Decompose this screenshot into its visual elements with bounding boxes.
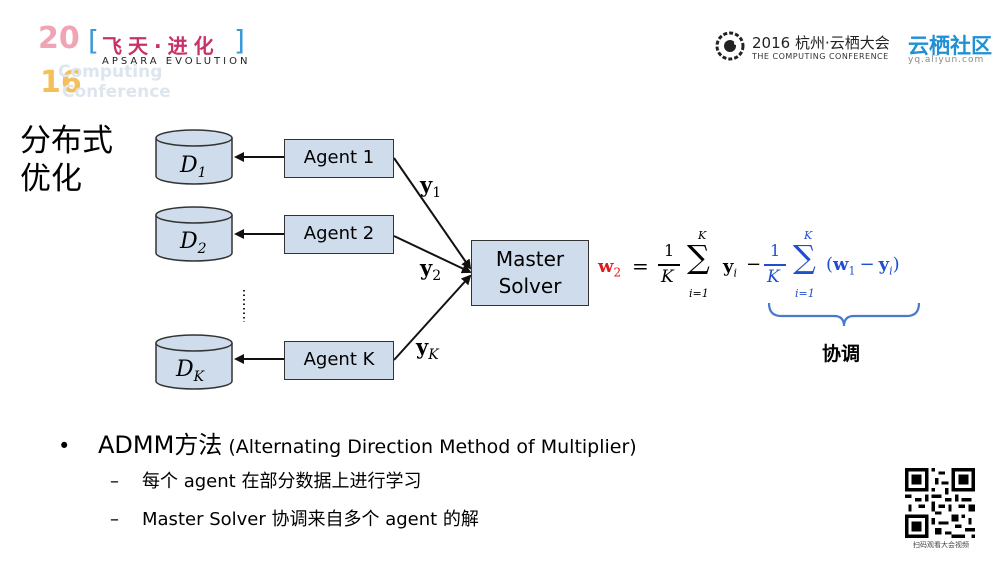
agent-box-2: Agent 2 (284, 215, 394, 254)
bullet-sub-2-text: Master Solver 协调来自多个 agent 的解 (142, 509, 479, 530)
conference-subtitle: THE COMPUTING CONFERENCE (752, 52, 889, 61)
side-title-line1: 分布式 (20, 123, 113, 159)
logo-year-bottom: 16 (40, 65, 82, 100)
formula-sum2-symbol: ∑ (793, 238, 816, 276)
bullet-sub-2-marker: – (110, 509, 119, 530)
dataset-cylinder-2: D2 (155, 206, 233, 262)
logo-en: APSARA EVOLUTION (102, 56, 251, 67)
bullet-sub-1-marker: – (110, 471, 119, 492)
formula-sum1-symbol: ∑ (687, 238, 710, 276)
logo-bracket-right: ] (234, 24, 245, 57)
yq-community-logo[interactable]: 云栖社区 (908, 34, 992, 58)
formula-sum1-top: K (698, 229, 707, 242)
bullet-main-bold: ADMM方法 (98, 431, 223, 459)
coordination-brace (767, 302, 921, 327)
bullet-main: • ADMM方法 (Alternating Direction Method of… (58, 425, 637, 460)
side-title: 分布式 优化 (20, 122, 113, 198)
formula-minus: − (746, 254, 762, 275)
event-logo: 20 16 Computing Conference [ 飞天·进化 ] APS… (38, 20, 268, 103)
formula-frac1-den: K (661, 267, 674, 287)
formula-sum2-bottom: i=1 (795, 287, 815, 300)
bullet-main-marker: • (58, 434, 71, 458)
master-label-line2: Solver (498, 274, 562, 298)
brace-label: 协调 (822, 343, 861, 365)
side-title-line2: 优化 (20, 161, 82, 197)
bullet-sub-2: – Master Solver 协调来自多个 agent 的解 (110, 505, 479, 531)
dataset-label-k: DK (175, 357, 206, 385)
message-label-y1: y1 (419, 172, 441, 201)
bullet-main-rest: (Alternating Direction Method of Multipl… (222, 436, 637, 458)
message-label-y2: y2 (419, 255, 441, 284)
logo-cn: 飞天·进化 (102, 34, 220, 58)
arrow-agent2-to-master (393, 235, 472, 274)
agent-box-1: Agent 1 (284, 139, 394, 178)
logo-ghost-conference: Conference (62, 82, 171, 102)
bullet-sub-1-text: 每个 agent 在部分数据上进行学习 (142, 471, 422, 492)
agent-box-k: Agent K (284, 341, 394, 380)
yq-url[interactable]: yq.aliyun.com (908, 55, 985, 65)
formula-frac1-num: 1 (664, 241, 675, 260)
formula-equals: = (632, 254, 649, 278)
formula-term2: (w1−yi) (826, 254, 900, 278)
formula-sum2-top: K (804, 229, 813, 242)
arrow-agent1-to-master (393, 157, 472, 270)
logo-bracket-left: [ (88, 24, 99, 57)
formula-sum1-bottom: i=1 (689, 287, 709, 300)
formula-term1: yi (723, 256, 737, 280)
formula-frac2-bar (764, 264, 786, 266)
formula-frac2-den: K (767, 267, 780, 287)
formula-lhs: w2 (598, 256, 622, 280)
conference-title: 2016 杭州·云栖大会 (752, 34, 890, 52)
logo-year-top: 20 (38, 21, 80, 56)
qr-caption: 扫码观看大会视频 (913, 541, 969, 549)
dataset-label-2: D2 (179, 229, 207, 257)
conference-mark-icon (715, 31, 745, 61)
message-label-yk: yK (415, 334, 440, 363)
master-label-line1: Master (495, 247, 565, 271)
formula-frac1-bar (658, 264, 680, 266)
arrow-agentk-to-master (393, 274, 472, 361)
dataset-cylinder-1: D1 (155, 129, 233, 185)
logo-ghost-computing: Computing (58, 62, 163, 82)
dataset-label-1: D1 (179, 153, 207, 181)
master-solver-box: Master Solver (471, 240, 589, 306)
bullet-sub-1: – 每个 agent 在部分数据上进行学习 (110, 467, 421, 493)
dataset-cylinder-k: DK (155, 334, 233, 390)
update-formula: w2 = 1 K K ∑ i=1 yi − 1 K K ∑ i=1 (w1−yi… (598, 229, 928, 308)
conference-logo: 2016 杭州·云栖大会 THE COMPUTING CONFERENCE (714, 30, 904, 66)
qr-code-icon[interactable] (905, 468, 975, 538)
formula-frac2-num: 1 (770, 241, 781, 260)
